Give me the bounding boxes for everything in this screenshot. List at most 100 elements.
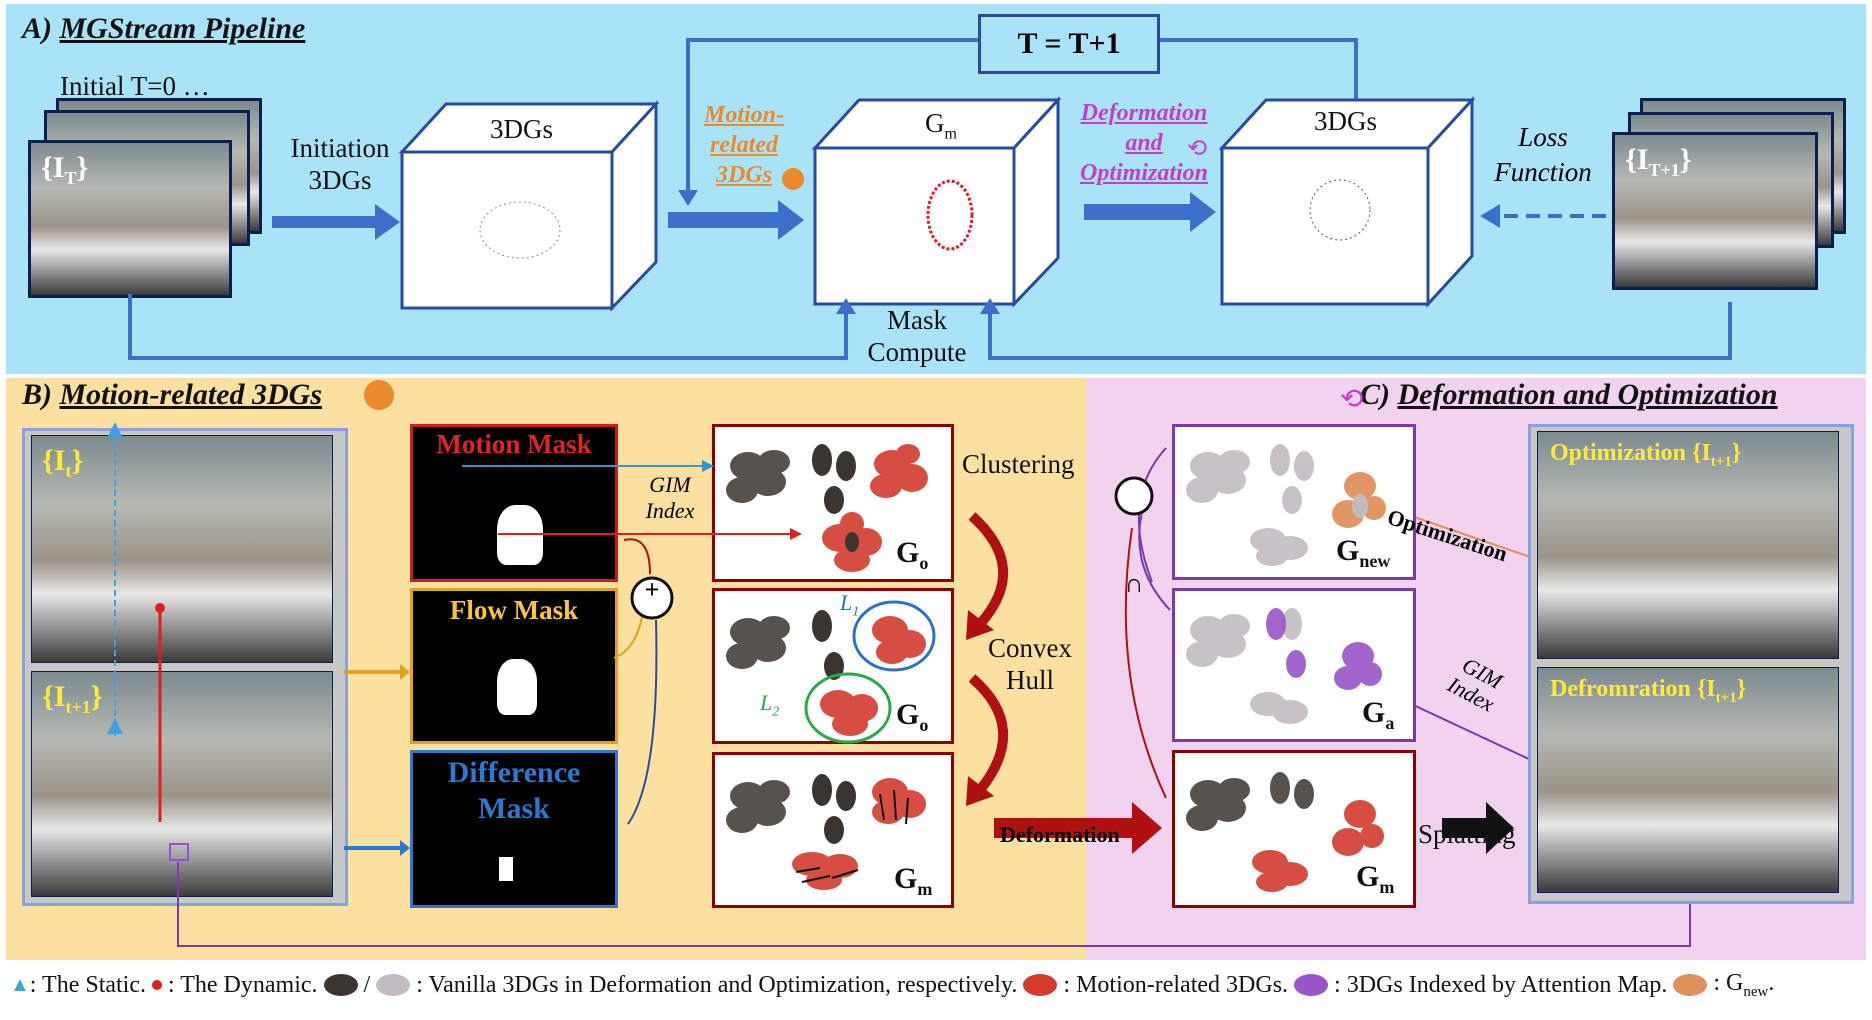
plus-to-motion [623,538,651,575]
gm-to-intersect [1124,527,1167,799]
ga-label: Ga [1362,696,1395,733]
panel-b-title: B) Motion-related 3DGs [22,378,322,411]
motion-mask-label: Motion Mask [436,429,592,459]
purple-gauss-icon [1294,974,1329,997]
cube-3dgs-1 [398,100,660,312]
mask-compute-label: Mask Compute [867,305,967,368]
flow-mask: Flow Mask [410,588,618,744]
panel-c-title: C) Deformation and Optimization [1360,378,1778,411]
dark-gauss-icon [323,974,358,997]
legend-motion: : Motion-related 3DGs. [1063,971,1289,998]
l1-label: L1 [840,590,860,620]
cube-gm [811,96,1062,308]
clustering-label: Clustering [962,449,1075,479]
legend-gnew: : Gnew. [1713,970,1775,1000]
go1-red-right [870,444,928,498]
cube3-label: 3DGs [1314,106,1378,136]
to-flow-arrow [344,664,410,680]
panel-a-title: A) MGStream Pipeline [22,12,305,46]
balance-icon [782,168,804,190]
balance-icon-b [364,380,394,410]
frame-pair: {It} {It+1} [22,428,348,906]
t-update-box: T = T+1 [978,14,1160,74]
plus-circle [630,576,674,620]
dynamic-marker [155,603,165,613]
diff-to-plus [627,619,658,825]
opt-frame: Optimization {It+1} [1537,431,1839,659]
l2-label: L2 [760,690,780,720]
splatting-arrow [1442,802,1514,854]
gim-index-b: GIM Index [645,472,695,524]
plus-sign: + [644,575,660,604]
deform-opt-label: Deformation and Optimization [1079,100,1209,186]
input2-frame-label: {IT+1} [1625,143,1692,180]
frame-t1-label: {It+1} [42,680,103,717]
gaussian-groups-c [1186,444,1386,892]
motion-arrow [668,200,804,240]
input2-frame-front: {IT+1} [1612,132,1818,290]
go-label-1: Go [896,536,929,573]
difference-mask: Difference Mask [410,750,618,908]
legend-attention: : 3DGs Indexed by Attention Map. [1334,971,1668,998]
mask-line-right [988,302,1732,360]
convex-hull-label: Convex Hull [988,633,1072,696]
panel-a-graphics [128,38,1732,360]
initial-text: Initial T=0 … [60,71,210,101]
cycle-icon: ⟲ [1186,136,1208,162]
deform-arrow [1084,192,1216,232]
gnew-label: Gnew [1336,534,1391,571]
input-frame-label: {IT} [41,151,89,188]
clustering-arrow [968,512,1008,628]
intersect-sign: ∩ [1124,569,1144,598]
light-gauss-icon [376,974,411,997]
def-frame: Defromration {It+1} [1537,667,1839,893]
loop-arrowhead [678,190,698,206]
panel-a-title-text: MGStream Pipeline [59,12,306,45]
motion-related-label: Motion- related 3DGs [703,102,784,188]
def-frame-label: Defromration {It+1} [1550,676,1747,706]
initiation-arrow [272,204,400,240]
static-marker-top [107,422,123,438]
gm-label-b: Gm [894,862,933,899]
cube2-label: Gm [925,108,957,143]
initiation-label: Initiation 3DGs [290,133,390,196]
legend-vanilla: : Vanilla 3DGs in Deformation and Optimi… [416,971,1018,998]
static-marker-bottom [107,718,123,734]
loop-line-left [686,38,977,200]
cube-3dgs-2 [1218,96,1476,308]
frame-t-label: {It} [42,444,84,481]
dynamic-icon [152,980,162,991]
legend-static: : The Static. [29,971,146,998]
deformation-label: Deformation [1000,822,1120,847]
red-gauss-icon [1023,974,1058,997]
frame-t: {It} [31,435,333,663]
orange-gauss-icon [1673,974,1708,997]
go-label-2: Go [896,698,929,735]
roi-box [169,843,189,861]
deformation-arrow [994,802,1162,854]
cube1-label: 3DGs [490,114,554,144]
panel-a-prefix: A) [22,12,52,45]
opt-frame-label: Optimization {It+1} [1550,440,1742,470]
splatting-label: Splatting [1418,819,1516,849]
legend-slash: / [363,971,371,998]
flow-mask-label: Flow Mask [449,595,579,625]
loss-label: Loss Function [1494,122,1592,188]
ga-to-intersect [1138,511,1171,611]
difference-mask-label: Difference Mask [447,756,581,825]
difference-speck [499,857,513,881]
hull-arrow [968,674,1008,794]
to-diff-arrow [344,840,410,856]
go1-dark-mid [812,444,856,514]
go1-dark-left [726,450,790,503]
gaussian-groups-b [726,444,936,890]
gm-label-c: Gm [1356,860,1395,897]
legend: ▲ : The Static. : The Dynamic. / : Vanil… [10,970,1866,1001]
flow-silhouette [497,659,537,715]
intersect-circle [1114,476,1154,516]
go1-red-bottom [822,512,882,572]
legend-dynamic: : The Dynamic. [168,971,318,998]
output-frames: Optimization {It+1} Defromration {It+1} [1528,424,1854,904]
static-icon: ▲ [10,973,30,996]
cycle-icon-c: ⟲ [1340,384,1364,415]
